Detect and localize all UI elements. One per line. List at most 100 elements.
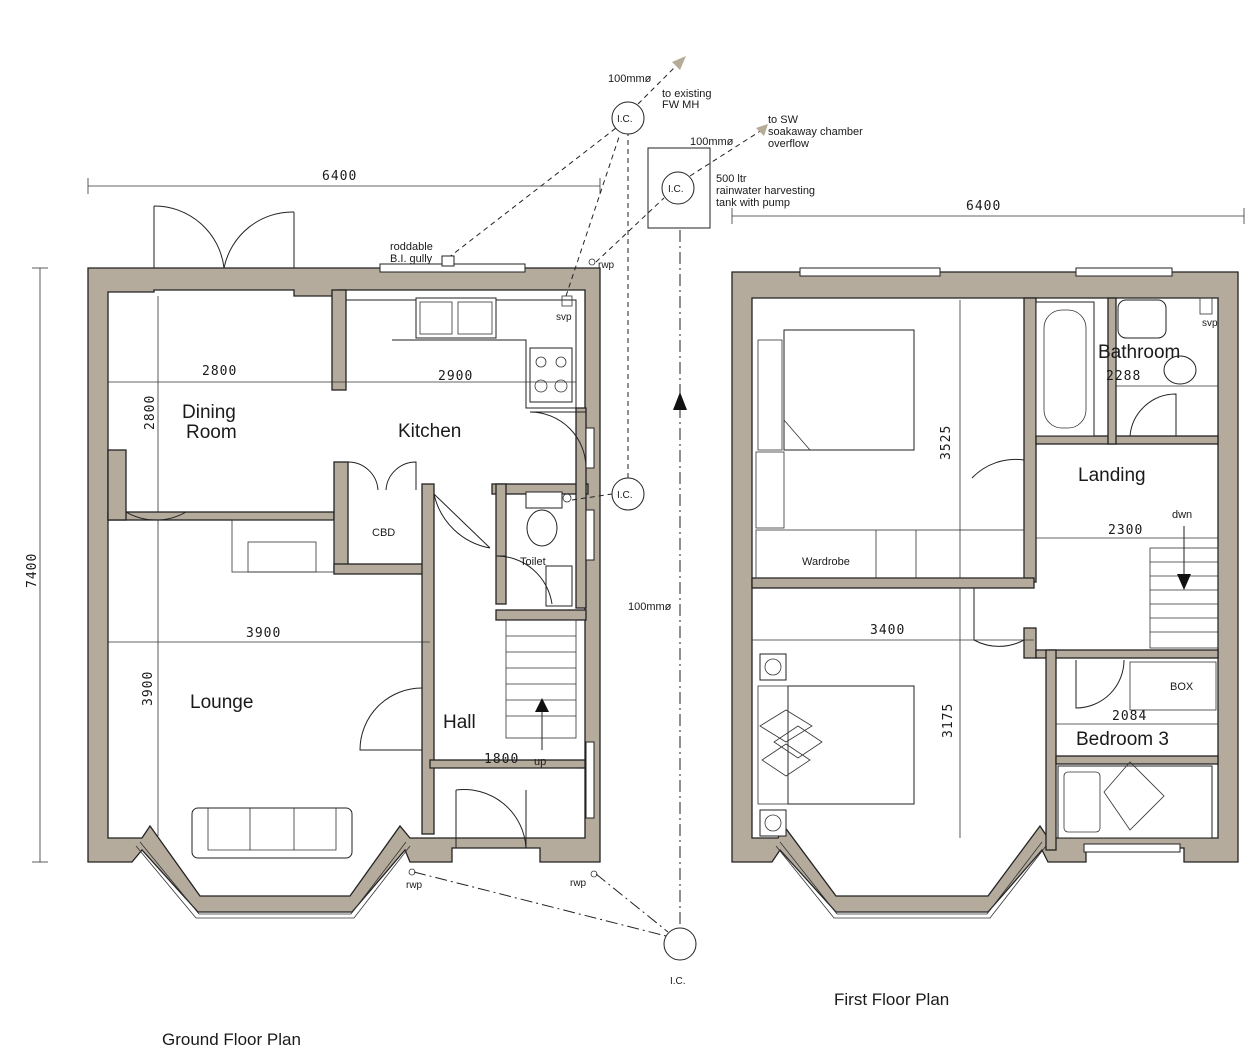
first-interior-walls <box>751 297 1219 851</box>
dim-kitchen-width: 2900 <box>438 369 473 384</box>
drain-to-sw-1: to SW <box>768 114 799 126</box>
label-dining: Dining <box>182 402 236 423</box>
gully <box>441 255 455 267</box>
label-up: up <box>534 756 546 768</box>
ground-outer-walls <box>87 267 601 913</box>
bath-window <box>1075 267 1173 277</box>
dim-dining-width: 2800 <box>202 364 237 379</box>
hall-window <box>585 741 595 819</box>
ground-interior-walls <box>107 289 589 835</box>
dim-bed2-depth: 3175 <box>941 703 956 738</box>
bed3-door <box>1075 659 1125 709</box>
label-hall: Hall <box>443 712 476 733</box>
tank-label-3: tank with pump <box>716 197 790 209</box>
rwp-label-1: rwp <box>598 260 615 271</box>
ic-label-3: I.C. <box>617 490 633 501</box>
rwp-label-2: rwp <box>406 880 423 891</box>
label-box: BOX <box>1170 681 1194 693</box>
first-floor-plan: 6400 2288 3525 2300 3400 3175 2084 Bathr… <box>731 199 1245 919</box>
dim-lounge-width: 3900 <box>246 626 281 641</box>
ground-floor-plan: 6400 7400 2800 2800 2900 3900 3900 1800 … <box>25 169 601 919</box>
box-storage <box>1129 661 1217 711</box>
dim-ground-depth: 7400 <box>25 553 40 588</box>
drain-to-sw-2: soakaway chamber <box>768 126 863 138</box>
ground-dimension-lines <box>32 178 601 863</box>
wardrobe <box>755 529 1025 579</box>
dim-bath-width: 2288 <box>1106 369 1141 384</box>
bed-3 <box>1057 761 1213 839</box>
tank-label-1: 500 ltr <box>716 173 747 185</box>
bath-door <box>1129 393 1177 437</box>
wc <box>1163 355 1197 385</box>
lounge-hall-door <box>359 687 423 751</box>
svp-box <box>561 295 573 307</box>
drain-pipe-2: 100mmø <box>690 136 734 148</box>
ic-label-4: I.C. <box>670 976 686 987</box>
drain-pipe-3: 100mmø <box>628 601 672 613</box>
toilet-fittings <box>495 491 595 607</box>
ground-staircase <box>505 619 577 750</box>
label-svp-first: svp <box>1202 318 1218 329</box>
label-kitchen: Kitchen <box>398 421 461 442</box>
bed1-window <box>799 267 941 277</box>
bed2-door <box>973 588 1025 647</box>
svp-first <box>1199 297 1213 315</box>
rainwater-tank <box>647 147 711 229</box>
label-wardrobe: Wardrobe <box>802 556 850 568</box>
label-bedroom3: Bedroom 3 <box>1076 729 1169 750</box>
ic-chamber-2 <box>661 171 695 205</box>
dim-dining-depth: 2800 <box>143 395 158 430</box>
drain-to-fw-2: FW MH <box>662 99 699 111</box>
dim-ground-width: 6400 <box>322 169 357 184</box>
svp-label: svp <box>556 312 572 323</box>
label-cbd: CBD <box>372 527 395 539</box>
dim-first-width: 6400 <box>966 199 1001 214</box>
title-first-floor: First Floor Plan <box>834 990 949 1009</box>
label-toilet: Toilet <box>520 556 546 568</box>
dining-lounge-door <box>125 456 187 521</box>
hob <box>529 347 573 403</box>
ic-label-2: I.C. <box>668 184 684 195</box>
bed2-bay-window <box>775 841 1047 919</box>
drain-pipe-1: 100mmø <box>608 73 652 85</box>
label-dwn: dwn <box>1172 509 1192 521</box>
title-ground-floor: Ground Floor Plan <box>162 1030 301 1049</box>
basin <box>1117 299 1167 339</box>
front-door <box>455 788 527 849</box>
kitchen-hall-door <box>433 493 491 549</box>
drain-to-fw-1: to existing <box>662 88 712 100</box>
label-bathroom: Bathroom <box>1098 342 1180 363</box>
tank-label-2: rainwater harvesting <box>716 185 815 197</box>
dim-bed2-width: 3400 <box>870 623 905 638</box>
dining-french-doors <box>153 205 295 269</box>
label-lounge: Lounge <box>190 692 253 713</box>
ic-chamber-4 <box>663 927 697 961</box>
gully-label-1: roddable <box>390 241 433 253</box>
lounge-bay-window <box>135 841 411 919</box>
kitchen-back-door <box>529 411 587 469</box>
dim-hall-width: 1800 <box>484 752 519 767</box>
sofa <box>191 807 353 859</box>
bed-1 <box>757 329 915 451</box>
dim-bed3-width: 2084 <box>1112 709 1147 724</box>
cbd-doors <box>347 461 417 491</box>
bath-tub <box>1035 301 1095 437</box>
dim-lounge-depth: 3900 <box>141 671 156 706</box>
ic-label-1: I.C. <box>617 114 633 125</box>
label-dining-room: Room <box>186 422 237 443</box>
gully-label-2: B.I. gully <box>390 253 433 265</box>
dim-landing-width: 2300 <box>1108 523 1143 538</box>
first-dimension-lines <box>731 208 1245 838</box>
bed-2 <box>757 653 915 837</box>
bed1-door <box>971 458 1025 520</box>
kitchen-worktop <box>346 295 577 409</box>
drain-to-sw-3: overflow <box>768 138 809 150</box>
label-landing: Landing <box>1078 465 1146 486</box>
first-staircase <box>1149 526 1219 649</box>
hall-window-2 <box>585 427 595 469</box>
bed1-wardrobe-side <box>755 451 785 529</box>
drainage-layout <box>408 56 768 961</box>
dim-bed1-depth: 3525 <box>939 425 954 460</box>
rwp-label-3: rwp <box>570 878 587 889</box>
